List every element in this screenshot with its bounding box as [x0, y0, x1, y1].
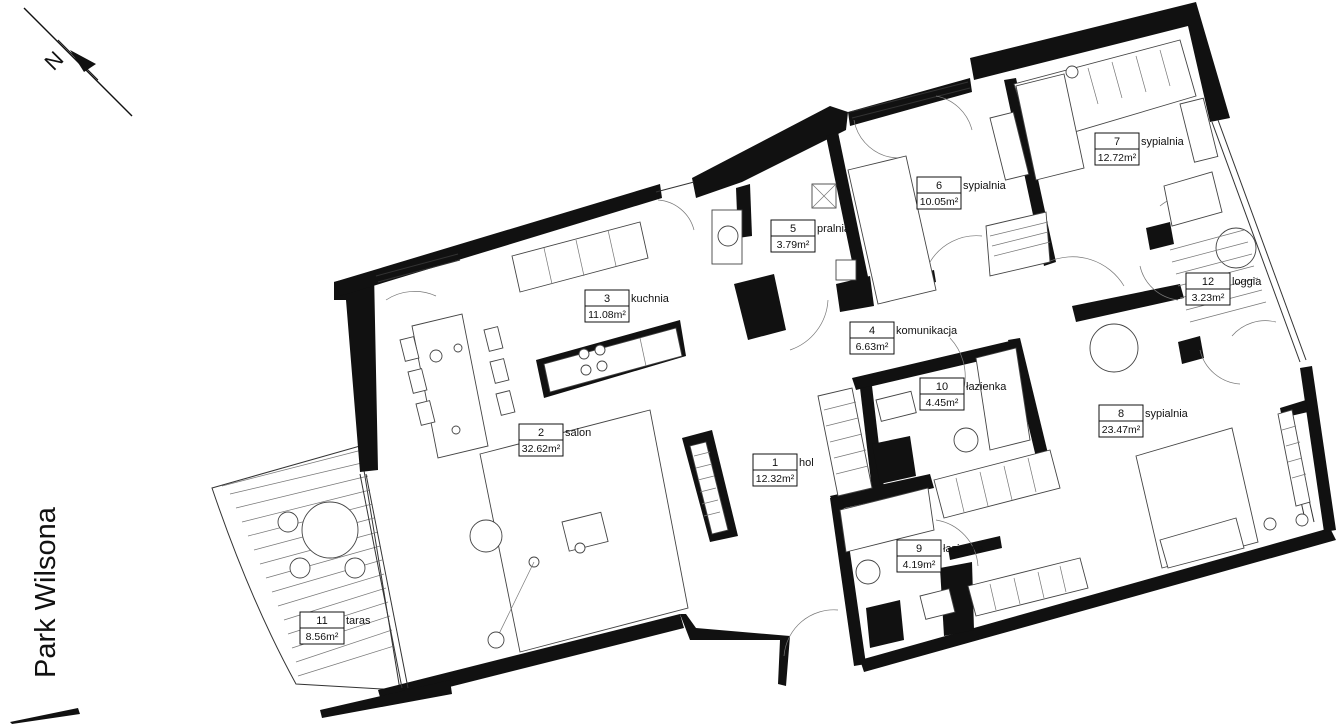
room-name: sypialnia: [963, 180, 1007, 192]
room-label-10: 10 4.45m² łazienka: [919, 377, 1007, 411]
room-area: 23.47m²: [1102, 424, 1141, 436]
room-label-2: 2 32.62m² salon: [518, 423, 591, 457]
room-name: loggia: [1232, 276, 1262, 288]
street-name: Park Wilsona: [30, 506, 62, 678]
room-number: 10: [936, 381, 948, 393]
room-number: 3: [604, 293, 610, 305]
room-area-box: [849, 337, 895, 355]
room-area-box: [518, 439, 564, 457]
room-number: 4: [869, 325, 875, 337]
door-swings: [385, 95, 1277, 657]
room-number: 11: [316, 615, 327, 627]
room-number: 1: [772, 457, 778, 469]
north-label: N: [40, 46, 69, 75]
room-number: 2: [538, 427, 544, 439]
room-number: 8: [1118, 408, 1124, 420]
room-area: 4.45m²: [926, 397, 959, 409]
room-area-box: [770, 235, 816, 253]
room-area-box: [919, 393, 965, 411]
room-area-box: [1094, 148, 1140, 166]
room-name: sypialnia: [1145, 408, 1189, 420]
room-number: 5: [790, 223, 796, 235]
room-area-box: [752, 469, 798, 487]
room-number: 9: [916, 543, 922, 555]
furniture: [399, 39, 1311, 653]
room-label-12: 12 3.23m² loggia: [1185, 272, 1262, 306]
room-name: łazienka: [943, 543, 984, 555]
room-area-box: [1098, 420, 1144, 438]
room-number: 6: [936, 180, 942, 192]
room-area-box: [584, 305, 630, 323]
room-label-11: 11 8.56m² taras: [299, 611, 371, 645]
room-label-9: 9 4.19m² łazienka: [896, 539, 984, 573]
room-label-8: 8 23.47m² sypialnia: [1098, 404, 1189, 438]
north-arrow-icon: N: [23, 7, 133, 117]
room-area-box: [916, 192, 962, 210]
room-area: 4.19m²: [903, 559, 936, 571]
room-area: 3.79m²: [777, 239, 810, 251]
room-area: 32.62m²: [522, 443, 561, 455]
room-labels: 1 12.32m² hol 2 32.62m² salon 3 11.08m² kuchnia 4…: [299, 132, 1262, 645]
room-area: 11.08m²: [588, 309, 626, 321]
room-area: 3.23m²: [1192, 292, 1225, 304]
room-label-1: 1 12.32m² hol: [752, 453, 814, 487]
room-area-box: [896, 555, 942, 573]
room-area-box: [299, 627, 345, 645]
outer-walls: [320, 2, 1336, 718]
room-area: 8.56m²: [306, 631, 339, 643]
room-label-5: 5 3.79m² pralnia: [770, 219, 851, 253]
room-name: salon: [565, 427, 591, 439]
room-name: taras: [346, 615, 371, 627]
terrace-area: [211, 445, 401, 691]
street-marker: [10, 708, 80, 724]
room-label-6: 6 10.05m² sypialnia: [916, 176, 1007, 210]
room-name: pralnia: [817, 223, 851, 235]
room-name: komunikacja: [896, 325, 958, 337]
room-area: 12.72m²: [1098, 152, 1137, 164]
room-label-7: 7 12.72m² sypialnia: [1094, 132, 1185, 166]
room-area-box: [1185, 288, 1231, 306]
room-label-4: 4 6.63m² komunikacja: [849, 321, 958, 355]
room-area: 10.05m²: [920, 196, 959, 208]
room-name: hol: [799, 457, 814, 469]
room-area: 6.63m²: [856, 341, 889, 353]
room-name: kuchnia: [631, 293, 670, 305]
room-number: 12: [1202, 276, 1214, 288]
room-name: sypialnia: [1141, 136, 1185, 148]
room-area: 12.32m²: [756, 473, 795, 485]
room-label-3: 3 11.08m² kuchnia: [584, 289, 670, 323]
room-number: 7: [1114, 136, 1120, 148]
room-name: łazienka: [966, 381, 1007, 393]
